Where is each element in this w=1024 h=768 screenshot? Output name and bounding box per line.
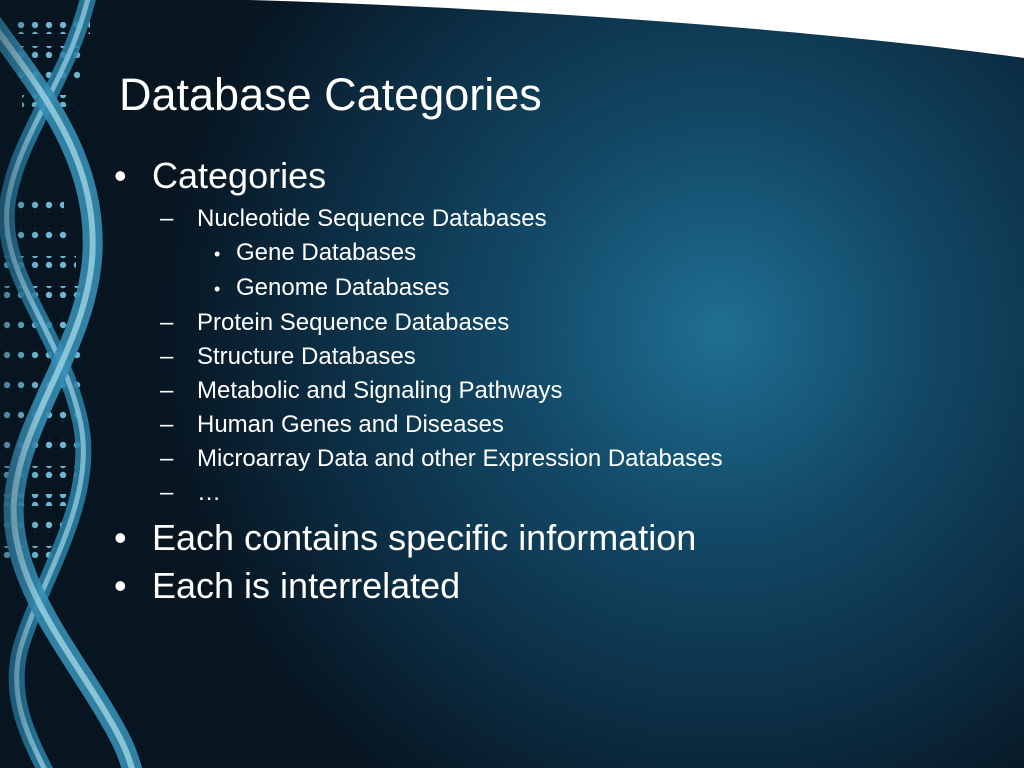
sub-sub-item-text: Gene Databases (236, 239, 417, 266)
bullet-marker: • (114, 517, 127, 558)
sub-item-microarray-data: – Microarray Data and other Expression D… (110, 442, 990, 476)
sub-item-text: Structure Databases (197, 343, 416, 370)
sub-item-human-genes-and-diseases: – Human Genes and Diseases (110, 408, 990, 442)
bullet-text: Each contains specific information (152, 517, 697, 558)
sub-item-text: Microarray Data and other Expression Dat… (197, 445, 723, 472)
bullet-text: Each is interrelated (152, 565, 461, 606)
dash-marker: – (160, 411, 174, 438)
dash-marker: – (160, 445, 174, 472)
bullet-item-each-interrelated: • Each is interrelated (110, 562, 990, 610)
bullet-marker: • (214, 244, 221, 264)
bullet-marker: • (214, 279, 221, 299)
bullet-item-each-contains: • Each contains specific information (110, 514, 990, 562)
sub-sub-item-gene-databases: • Gene Databases (110, 236, 990, 271)
sub-sub-item-genome-databases: • Genome Databases (110, 271, 990, 306)
bullet-marker: • (114, 155, 127, 196)
sub-item-text: Protein Sequence Databases (197, 309, 510, 336)
sub-item-text: Metabolic and Signaling Pathways (197, 377, 563, 404)
dash-marker: – (160, 309, 174, 336)
sub-item-nucleotide-sequence-databases: – Nucleotide Sequence Databases (110, 202, 990, 236)
sub-item-text: Human Genes and Diseases (197, 411, 504, 438)
dash-marker: – (160, 479, 174, 506)
sub-item-metabolic-and-signaling-pathways: – Metabolic and Signaling Pathways (110, 374, 990, 408)
sub-item-structure-databases: – Structure Databases (110, 340, 990, 374)
sub-item-text: … (197, 479, 221, 506)
sub-item-text: Nucleotide Sequence Databases (197, 205, 547, 232)
dash-marker: – (160, 377, 174, 404)
bullet-marker: • (114, 565, 127, 606)
dash-marker: – (160, 343, 174, 370)
sub-item-protein-sequence-databases: – Protein Sequence Databases (110, 306, 990, 340)
sub-sub-item-text: Genome Databases (236, 274, 450, 301)
bullet-item-categories: • Categories (110, 152, 990, 200)
bullet-text: Categories (152, 155, 327, 196)
dash-marker: – (160, 205, 174, 232)
sub-item-ellipsis: – … (110, 476, 990, 510)
bullet-list: • Categories – Nucleotide Sequence Datab… (110, 152, 990, 610)
slide-title: Database Categories (119, 69, 542, 120)
